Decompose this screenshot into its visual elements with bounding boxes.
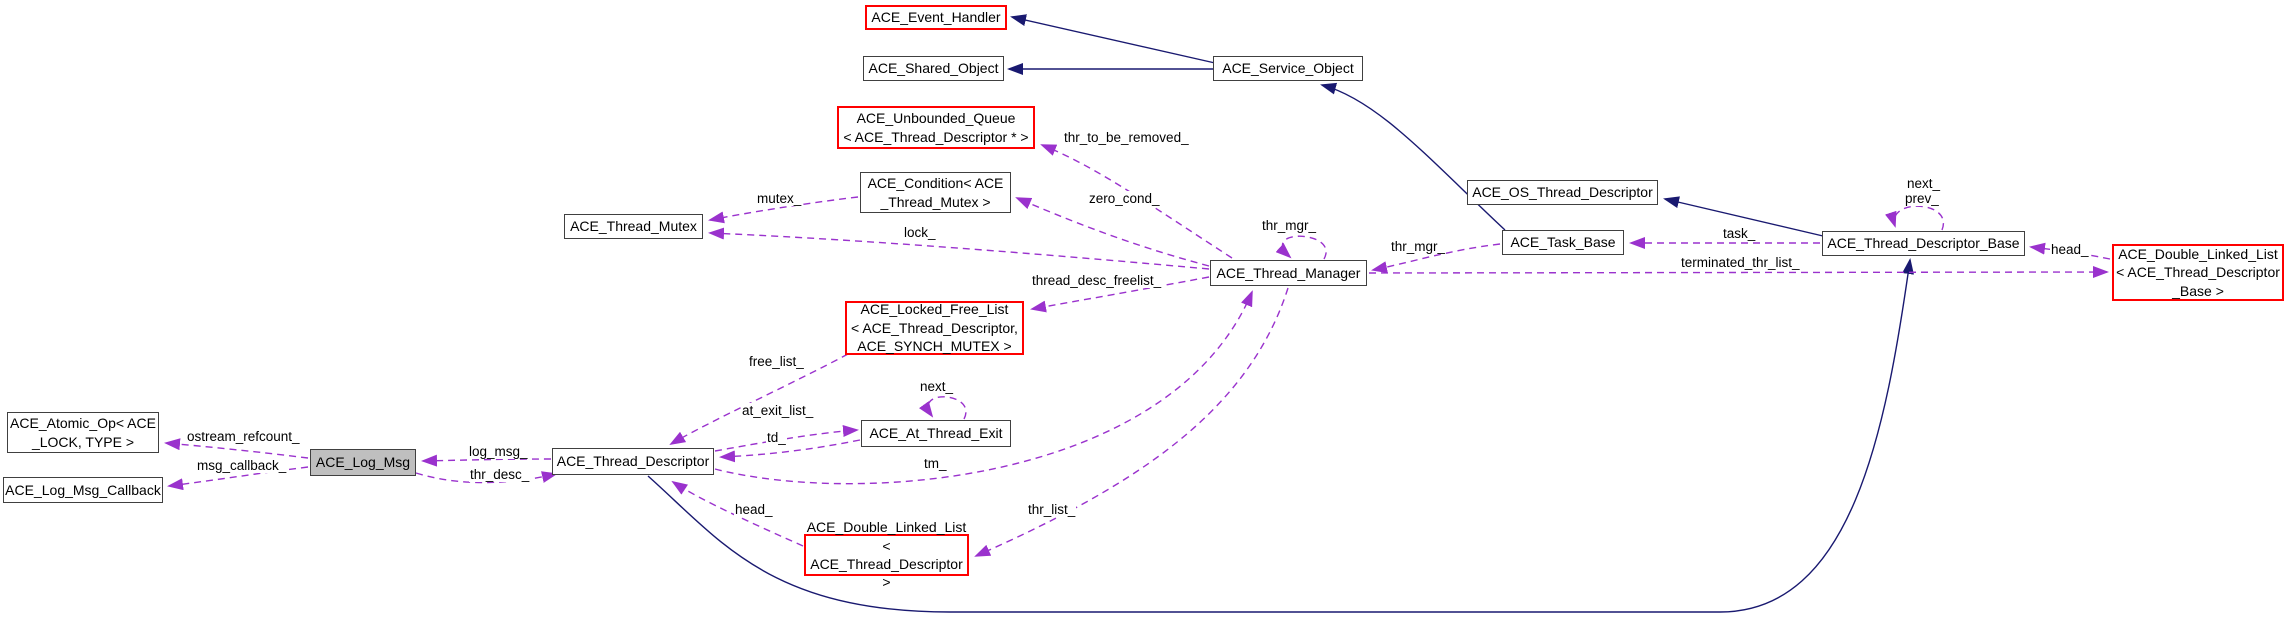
node-ace-log-msg-callback[interactable]: ACE_Log_Msg_Callback	[3, 477, 163, 503]
node-ace-thread-descriptor-base[interactable]: ACE_Thread_Descriptor_Base	[1822, 231, 2025, 256]
node-ace-event-handler[interactable]: ACE_Event_Handler	[865, 5, 1007, 30]
node-ace-shared-object[interactable]: ACE_Shared_Object	[863, 56, 1004, 81]
node-ace-atomic-op[interactable]: ACE_Atomic_Op< ACE _LOCK, TYPE >	[7, 412, 159, 453]
node-ace-task-base[interactable]: ACE_Task_Base	[1502, 230, 1624, 255]
edge-label-thr-desc: thr_desc_	[469, 467, 531, 482]
edge-mutex	[708, 196, 859, 224]
edge-label-td: td_	[766, 430, 787, 445]
edge-label-thr-list: thr_list_	[1027, 502, 1077, 517]
edge-label-head-desc: head_	[734, 502, 774, 517]
edge-free-list	[669, 353, 849, 446]
node-ace-condition[interactable]: ACE_Condition< ACE _Thread_Mutex >	[860, 172, 1011, 213]
edge-label-task: task_	[1722, 226, 1757, 241]
edge-next-ate-self-loop	[918, 396, 967, 420]
node-ace-double-linked-list-descriptor[interactable]: ACE_Double_Linked_List < ACE_Thread_Desc…	[804, 519, 969, 590]
edge-thread-desc-freelist	[1030, 276, 1210, 313]
edge-thr-mgr-self-loop	[1275, 235, 1327, 260]
edge-thr-to-be-removed	[1040, 144, 1233, 259]
node-ace-at-thread-exit[interactable]: ACE_At_Thread_Exit	[861, 420, 1011, 447]
edge-label-next-tdb: next_	[1906, 176, 1942, 191]
node-label: ACE_Shared_Object	[868, 60, 999, 77]
edge-label-thr-mgr-task: thr_mgr_	[1390, 239, 1447, 254]
node-label: ACE_Double_Linked_List < ACE_Thread_Desc…	[2116, 245, 2280, 299]
edge-label-thr-to-be-removed: thr_to_be_removed_	[1063, 130, 1190, 145]
node-label: ACE_Log_Msg	[315, 454, 411, 471]
node-ace-log-msg[interactable]: ACE_Log_Msg	[310, 449, 416, 476]
edge-label-at-exit-list: at_exit_list_	[741, 403, 815, 418]
edge-label-terminated-thr-list: terminated_thr_list_	[1680, 255, 1801, 270]
node-ace-service-object[interactable]: ACE_Service_Object	[1213, 56, 1363, 81]
node-label: ACE_Thread_Mutex	[570, 218, 697, 235]
edge-terminated-thr-list	[1368, 266, 2109, 279]
edge-inherit-tdb-to-os-thread-descriptor	[1663, 196, 1824, 237]
node-ace-locked-free-list[interactable]: ACE_Locked_Free_List < ACE_Thread_Descri…	[845, 301, 1024, 355]
edge-label-mutex: mutex_	[756, 191, 803, 206]
edge-zero-cond	[1015, 197, 1210, 267]
edge-td	[719, 439, 861, 463]
edge-ostream-refcount	[164, 438, 309, 459]
edge-label-log-msg: log_msg_	[468, 444, 529, 459]
node-label: ACE_Atomic_Op< ACE _LOCK, TYPE >	[10, 415, 156, 450]
edge-log-msg	[421, 454, 552, 467]
node-label: ACE_Thread_Descriptor_Base	[1827, 235, 2020, 252]
edge-inherit-task-to-service-object	[1320, 82, 1506, 231]
edge-label-prev-tdb: prev_	[1904, 191, 1940, 206]
edge-label-tm: tm_	[923, 456, 948, 471]
node-label: ACE_Locked_Free_List < ACE_Thread_Descri…	[851, 301, 1018, 355]
edge-msg-callback	[167, 466, 309, 491]
node-label: ACE_At_Thread_Exit	[869, 425, 1003, 442]
node-ace-thread-mutex[interactable]: ACE_Thread_Mutex	[564, 214, 703, 239]
node-label: ACE_Log_Msg_Callback	[5, 481, 161, 498]
edge-head-desc	[671, 480, 804, 547]
edge-label-msg-callback: msg_callback_	[196, 458, 288, 473]
node-label: ACE_Service_Object	[1222, 60, 1354, 77]
edge-label-lock: lock_	[903, 225, 937, 240]
node-label: ACE_Event_Handler	[871, 9, 1001, 26]
node-label: ACE_Task_Base	[1510, 234, 1616, 251]
edge-label-zero-cond: zero_cond_	[1088, 191, 1161, 206]
edge-label-head-base: head_	[2050, 242, 2090, 257]
node-label: ACE_Thread_Descriptor	[556, 453, 710, 470]
edge-label-thr-mgr-self: thr_mgr_	[1261, 218, 1318, 233]
node-label: ACE_Unbounded_Queue < ACE_Thread_Descrip…	[843, 110, 1029, 145]
edge-thr-mgr-from-task	[1371, 243, 1501, 274]
edge-label-thread-desc-freelist: thread_desc_freelist_	[1031, 273, 1163, 288]
node-label: ACE_Thread_Manager	[1216, 264, 1361, 281]
edge-next-prev-self-loop	[1885, 205, 1945, 231]
edge-inherit-td-to-tdb	[647, 258, 1914, 613]
edge-thr-list	[974, 287, 1289, 557]
node-ace-os-thread-descriptor[interactable]: ACE_OS_Thread_Descriptor	[1467, 180, 1658, 205]
edge-label-ostream-refcount: ostream_refcount_	[186, 429, 301, 444]
node-label: ACE_OS_Thread_Descriptor	[1472, 184, 1653, 201]
edge-at-exit-list	[714, 425, 859, 452]
node-ace-double-linked-list-base[interactable]: ACE_Double_Linked_List < ACE_Thread_Desc…	[2112, 244, 2284, 301]
edge-tm	[714, 290, 1253, 485]
node-ace-thread-manager[interactable]: ACE_Thread_Manager	[1210, 260, 1367, 286]
edge-thr-desc	[415, 471, 558, 484]
edge-label-free-list: free_list_	[748, 354, 805, 369]
edge-label-next-ate: next_	[919, 379, 955, 394]
edge-inherit-service-to-event-handler	[1010, 14, 1216, 64]
node-label: ACE_Condition< ACE _Thread_Mutex >	[867, 175, 1004, 210]
node-ace-thread-descriptor[interactable]: ACE_Thread_Descriptor	[552, 448, 714, 475]
node-label: ACE_Double_Linked_List < ACE_Thread_Desc…	[806, 519, 967, 591]
edge-lock	[708, 227, 1210, 270]
node-ace-unbounded-queue[interactable]: ACE_Unbounded_Queue < ACE_Thread_Descrip…	[837, 106, 1035, 149]
